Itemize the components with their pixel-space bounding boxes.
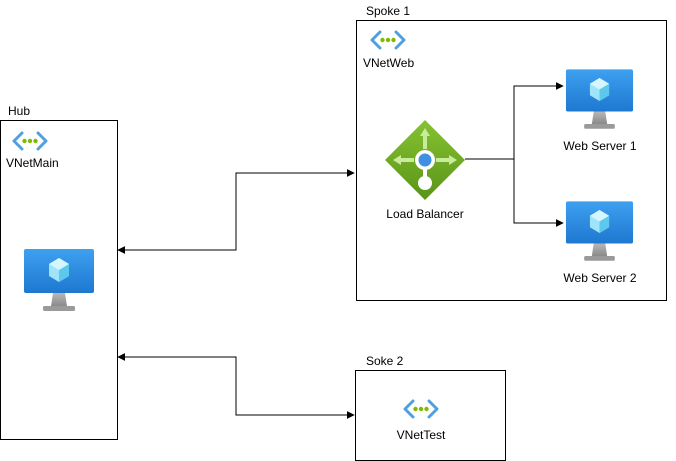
server1-label: Web Server 1: [563, 139, 637, 153]
load-balancer-icon: [385, 120, 465, 200]
spoke1-vnet-icon: [370, 30, 406, 50]
hub-vnet-icon: [12, 131, 48, 151]
load-balancer-label: Load Balancer: [386, 207, 464, 221]
lb-server1-connector: [465, 82, 564, 160]
hub-box: [0, 120, 118, 440]
hub-title: Hub: [8, 104, 31, 118]
server2-label: Web Server 2: [563, 271, 637, 285]
hub-spoke1-connector: [117, 169, 355, 254]
spoke2-vnet-icon: [403, 399, 439, 419]
server1-vm-icon: [565, 69, 634, 129]
spoke2-title: Soke 2: [366, 354, 404, 368]
spoke1-title: Spoke 1: [366, 4, 411, 18]
hub-vm-icon: [24, 249, 94, 311]
lb-server2-connector: [513, 159, 564, 227]
spoke1-vnet-label: VNetWeb: [363, 56, 415, 70]
spoke1-box: [356, 20, 667, 301]
hub-spoke2-connector: [117, 353, 355, 419]
hub-vnet-label: VNetMain: [6, 156, 59, 170]
spoke2-vnet-label: VNetTest: [396, 428, 446, 442]
server2-vm-icon: [565, 201, 634, 261]
